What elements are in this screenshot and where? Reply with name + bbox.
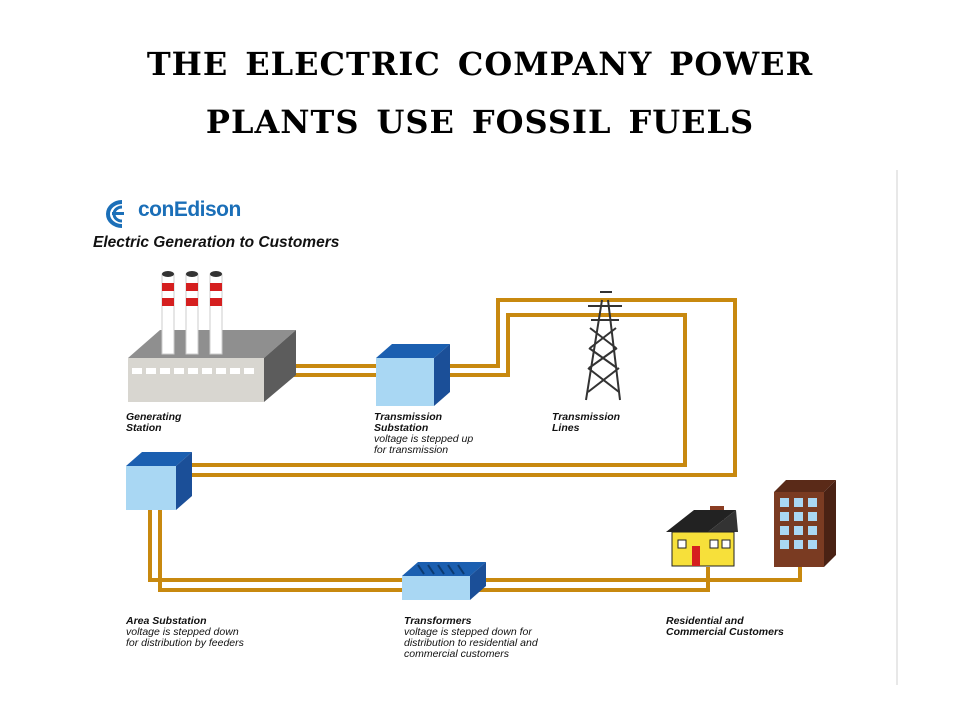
label-customers: Residential and Commercial Customers bbox=[666, 616, 784, 638]
house-icon bbox=[666, 506, 738, 567]
label-transmission-substation-title-1: Transmission bbox=[374, 411, 443, 423]
diagram-subtitle: Electric Generation to Customers bbox=[93, 234, 340, 251]
conedison-brand: conEdison bbox=[138, 198, 241, 221]
label-customers-title-2: Commercial Customers bbox=[666, 626, 784, 638]
electric-generation-diagram: conEdison Electric Generation to Custome… bbox=[88, 170, 898, 685]
conedison-logo-icon bbox=[106, 200, 124, 228]
generating-station bbox=[128, 271, 296, 402]
slide-title-line-2: plants use fossil fuels bbox=[205, 90, 755, 144]
label-generating-station: Generating Station bbox=[126, 412, 181, 434]
label-transmission-substation: Transmission Substation voltage is stepp… bbox=[374, 412, 473, 456]
label-transmission-lines-title-2: Lines bbox=[552, 422, 580, 434]
label-transmission-substation-title-2: Substation bbox=[374, 422, 429, 434]
label-area-substation-title: Area Substation bbox=[126, 615, 207, 627]
label-transmission-lines-title-1: Transmission bbox=[552, 411, 621, 423]
area-substation bbox=[126, 452, 192, 510]
label-area-substation-note-1: voltage is stepped down bbox=[126, 626, 239, 638]
label-generating-station-title-1: Generating bbox=[126, 411, 182, 423]
label-transmission-lines: Transmission Lines bbox=[552, 412, 620, 434]
label-transformers-note-1: voltage is stepped down for bbox=[404, 626, 532, 638]
transformers bbox=[402, 562, 486, 600]
smokestack-icon bbox=[161, 271, 223, 355]
label-area-substation-note-2: for distribution by feeders bbox=[126, 637, 244, 649]
transmission-tower-icon bbox=[585, 291, 622, 401]
transmission-substation bbox=[376, 344, 450, 406]
label-generating-station-title-2: Station bbox=[126, 422, 162, 434]
office-building-icon bbox=[774, 480, 836, 567]
label-transmission-substation-note-2: for transmission bbox=[374, 444, 449, 456]
label-transformers-note-2: distribution to residential and bbox=[404, 637, 538, 649]
label-transformers-title: Transformers bbox=[404, 615, 472, 627]
label-area-substation: Area Substation voltage is stepped down … bbox=[126, 616, 244, 649]
slide-title-line-1: The Electric Company Power bbox=[146, 32, 814, 86]
diagram-graphic bbox=[106, 200, 836, 600]
label-customers-title-1: Residential and bbox=[666, 615, 744, 627]
label-transformers: Transformers voltage is stepped down for… bbox=[404, 616, 538, 660]
slide-title: The Electric Company Power plants use fo… bbox=[0, 30, 960, 146]
label-transformers-note-3: commercial customers bbox=[404, 648, 510, 660]
label-transmission-substation-note-1: voltage is stepped up bbox=[374, 433, 474, 445]
